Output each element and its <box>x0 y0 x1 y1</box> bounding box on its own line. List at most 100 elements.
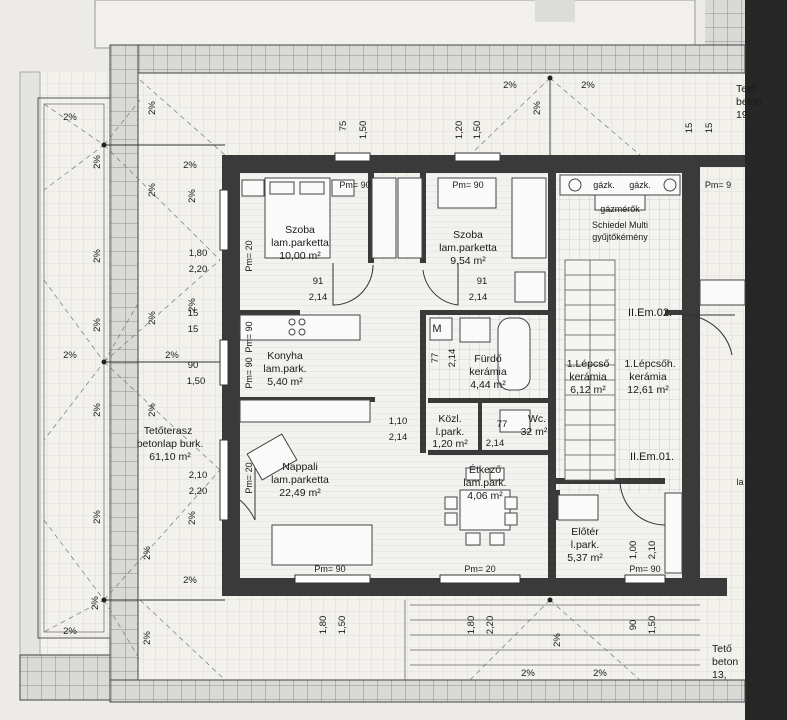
dim-27: 1,80 <box>466 616 477 635</box>
kozl-area: 1,20 m² <box>432 438 468 450</box>
wash-basin <box>459 317 491 343</box>
slope-19: 2% <box>532 101 543 115</box>
bottom-left-parapet <box>19 654 111 701</box>
dim-25: 1,80 <box>318 616 329 635</box>
slope-7: 2% <box>147 311 158 325</box>
schiedel-label: Schiedel Multi <box>592 220 648 230</box>
furdo-floor: kerámia <box>469 366 507 378</box>
dim-17: 2,14 <box>447 349 458 368</box>
dim-1: 1,80 <box>189 248 208 259</box>
dim-20: 1,50 <box>358 121 369 140</box>
slope-21: 2% <box>593 668 607 679</box>
em01-label: II.Em.01. <box>630 451 674 463</box>
slope-23: 2% <box>187 189 198 203</box>
gyujto-label: gyűjtőkémény <box>592 232 648 242</box>
kozl-name: Közl. <box>438 413 461 425</box>
slope-18: 2% <box>581 80 595 91</box>
nappali-floor: lam.parketta <box>271 474 329 486</box>
teto-ne-name: Tető <box>736 83 756 95</box>
slope-12: 2% <box>142 546 153 560</box>
lepcsohaz-floor: kerámia <box>629 371 667 383</box>
szoba1-floor: lam.parketta <box>271 237 329 249</box>
dim-12: 2,14 <box>469 292 488 303</box>
nappali-area: 22,49 m² <box>279 487 321 499</box>
dim-22: 1,50 <box>472 121 483 140</box>
teto-se-area: 13, <box>712 669 727 681</box>
wardrobe-1 <box>371 177 397 259</box>
dim-21: 1,20 <box>454 121 465 140</box>
left-edge <box>19 71 41 673</box>
furdo-area: 4,44 m² <box>470 379 506 391</box>
lepcso-floor: kerámia <box>569 371 607 383</box>
hall-floor <box>240 263 548 313</box>
room-labels: Szoba lam.parketta 10,00 m² Szoba lam.pa… <box>137 83 763 681</box>
stair-flight <box>564 259 616 481</box>
lepcso-name: 1.Lépcső <box>567 358 610 370</box>
dim-2: 2,20 <box>189 264 208 275</box>
slope-24: 2% <box>92 249 103 263</box>
terasz-area: 61,10 m² <box>149 451 191 463</box>
door-swings <box>239 263 735 526</box>
eloter-name: Előtér <box>571 526 599 538</box>
dining-table <box>459 489 511 531</box>
bathtub <box>497 317 531 391</box>
dim-28: 2,20 <box>485 616 496 635</box>
slope-16: 2% <box>142 631 153 645</box>
pm-szoba2: Pm= 90 <box>452 180 483 190</box>
nappali-name: Nappali <box>282 461 318 473</box>
slope-13: 2% <box>183 575 197 586</box>
kitchen-counter <box>239 314 361 341</box>
pm-konyha2: Pm= 90 <box>244 357 254 388</box>
wc-name: Wc. <box>528 413 546 425</box>
terrace-gutter <box>43 103 105 633</box>
slope-6: 2% <box>92 318 103 332</box>
lepcsohaz-area: 12,61 m² <box>627 384 669 396</box>
top-mark <box>535 0 575 22</box>
furdo-name: Fürdő <box>474 353 502 365</box>
kozl-floor: l.park. <box>436 426 465 438</box>
m-label: M <box>432 323 441 335</box>
pm-konyha1: Pm= 90 <box>244 321 254 352</box>
szoba2-floor: lam.parketta <box>439 242 497 254</box>
slope-27: 2% <box>187 511 198 525</box>
pm-nappali-left: Pm= 20 <box>244 462 254 493</box>
slope-22: 2% <box>552 633 563 647</box>
la-label: la <box>736 477 743 487</box>
konyha-area: 5,40 m² <box>267 376 303 388</box>
slope-4: 2% <box>183 160 197 171</box>
em02-label: II.Em.02. <box>628 307 672 319</box>
terrace-inner-border <box>37 97 111 639</box>
furniture <box>239 174 746 574</box>
slope-10: 2% <box>92 403 103 417</box>
left-parapet <box>109 44 139 701</box>
slope-20: 2% <box>521 668 535 679</box>
top-strip <box>94 0 696 49</box>
dim-24: 15 <box>704 123 715 134</box>
eloter-floor: l.park. <box>571 539 600 551</box>
slope-9: 2% <box>165 350 179 361</box>
wc-area: 32 m² <box>521 426 548 438</box>
dimension-labels: 1,80 2,20 15 15 90 1,50 2,10 2,20 91 2,1… <box>187 121 715 635</box>
pm-bottom2: Pm= 20 <box>464 564 495 574</box>
dim-16: 77 <box>430 353 441 364</box>
pm-szoba1: Pm= 90 <box>339 180 370 190</box>
eloter-area: 5,37 m² <box>567 552 603 564</box>
top-parapet <box>109 44 746 74</box>
slope-11: 2% <box>147 403 158 417</box>
dim-31: 1,00 <box>628 541 639 560</box>
interior-walls <box>240 173 683 578</box>
teto-se-name: Tető <box>712 643 732 655</box>
bottom-parapet <box>109 679 746 703</box>
slope-2: 2% <box>92 155 103 169</box>
slope-1: 2% <box>63 112 77 123</box>
dark-margin <box>745 0 787 720</box>
misc-labels: gázmérők Schiedel Multi gyűjtőkémény gáz… <box>244 180 744 574</box>
armchair <box>246 433 298 481</box>
dim-26: 1,50 <box>337 616 348 635</box>
terasz-name: Tetőterasz <box>144 425 192 437</box>
terasz-floor: betonlap burk. <box>137 438 204 450</box>
slope-8: 2% <box>63 350 77 361</box>
top-right-parapet <box>705 0 745 45</box>
dim-13: 1,10 <box>389 416 408 427</box>
